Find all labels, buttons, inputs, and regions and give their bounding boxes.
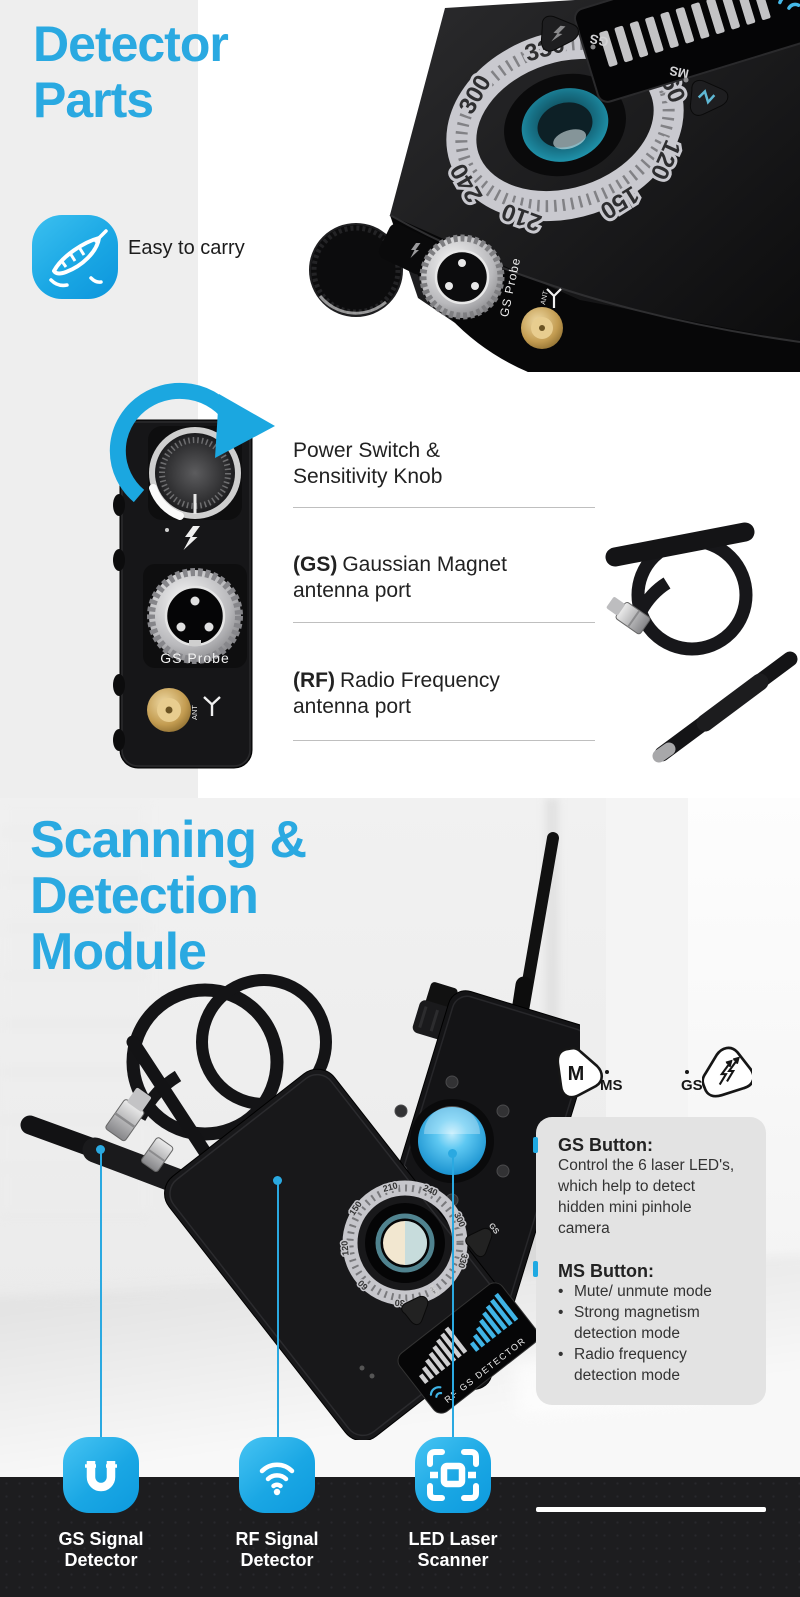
laser-bolts-glyph [718, 1056, 740, 1086]
wifi-icon [239, 1437, 315, 1513]
bolt-mark [183, 526, 200, 550]
divider [293, 507, 595, 508]
footer-divider [536, 1507, 766, 1512]
bolt-button [540, 15, 580, 52]
feather-glyph [49, 229, 108, 288]
detector-top-photo: 30 60 120 150 210 240 300 330 [309, 0, 800, 372]
connector-dot [96, 1145, 105, 1154]
rotate-arrow [109, 382, 275, 503]
laser-scanner-icon [415, 1437, 491, 1513]
antenna-photos [605, 522, 798, 763]
laser-lens [410, 1099, 494, 1183]
page-title: Detector Parts [33, 16, 229, 128]
led-dot [605, 1070, 609, 1074]
svg-text:M: M [568, 1063, 585, 1085]
signal-icon [778, 0, 800, 10]
ms-bullet: Strong magnetism detection mode [558, 1302, 756, 1344]
callout-rf-port: (RF)Radio Frequency antenna port [293, 668, 595, 741]
accent-bar [533, 1261, 538, 1277]
gs-probe-label: GS Probe [160, 650, 229, 666]
gs-probe-port [147, 568, 243, 664]
ant-label: ANT [190, 705, 199, 720]
gs-device-button [465, 1227, 493, 1258]
wave-button [689, 79, 729, 116]
rf-antenna [652, 651, 798, 763]
divider [293, 740, 595, 741]
ms-button-icon: M [556, 1046, 604, 1099]
title-line: Detector [33, 16, 229, 72]
gs-legend-label: GS [681, 1070, 703, 1094]
footer-label-rf: RF Signal Detector [235, 1529, 319, 1570]
section-title: Scanning & Detection Module [30, 811, 307, 981]
divider [293, 622, 595, 623]
connector-line-gs [100, 1150, 102, 1437]
ms-bullet: Mute/ unmute mode [558, 1281, 756, 1302]
svg-text:120: 120 [339, 1240, 350, 1256]
ant-label: ANT [540, 290, 550, 306]
feature-label: Easy to carry [128, 237, 245, 259]
connector-dot [273, 1176, 282, 1185]
ms-label: MS [668, 63, 691, 82]
ant-port: ANT [521, 288, 563, 349]
callout-gs-port: (GS)Gaussian Magnet antenna port [293, 552, 595, 623]
callout-power-switch: Power Switch & Sensitivity Knob [293, 438, 595, 508]
connector-line-laser [452, 1154, 454, 1437]
led-dot [685, 1070, 689, 1074]
power-knob [309, 223, 403, 317]
gs-probe-port [419, 234, 505, 320]
ms-bullet: Radio frequency detection mode [558, 1344, 756, 1386]
lens [504, 73, 626, 177]
footer-label-laser: LED Laser Scanner [408, 1529, 498, 1570]
rf-gs-detector-device: 210 240 300 330 30 60 120 150 [164, 1068, 539, 1440]
buttons-info-panel: GS Button: Control the 6 laser LED's, wh… [536, 1117, 766, 1405]
connector-dot [448, 1149, 457, 1158]
magnet-icon [63, 1437, 139, 1513]
led-display [573, 0, 800, 103]
gs-probe-antenna [605, 522, 755, 656]
ant-port: ANT [147, 688, 221, 732]
ms-device-button [401, 1295, 429, 1326]
detector-side-photo: GS Probe ANT [109, 382, 275, 769]
gs-button-icon [702, 1046, 752, 1098]
ms-legend-label: MS [600, 1070, 623, 1094]
ms-button-heading: MS Button: [558, 1261, 654, 1281]
accent-bar [533, 1137, 538, 1153]
feather-icon [32, 215, 118, 299]
title-line: Parts [33, 72, 154, 128]
scanning-module-photo: 210 240 300 330 30 60 120 150 [20, 832, 580, 1440]
connector-line-rf [277, 1181, 279, 1437]
footer-label-gs: GS Signal Detector [58, 1529, 144, 1570]
gs-button-heading: GS Button: [558, 1135, 653, 1155]
